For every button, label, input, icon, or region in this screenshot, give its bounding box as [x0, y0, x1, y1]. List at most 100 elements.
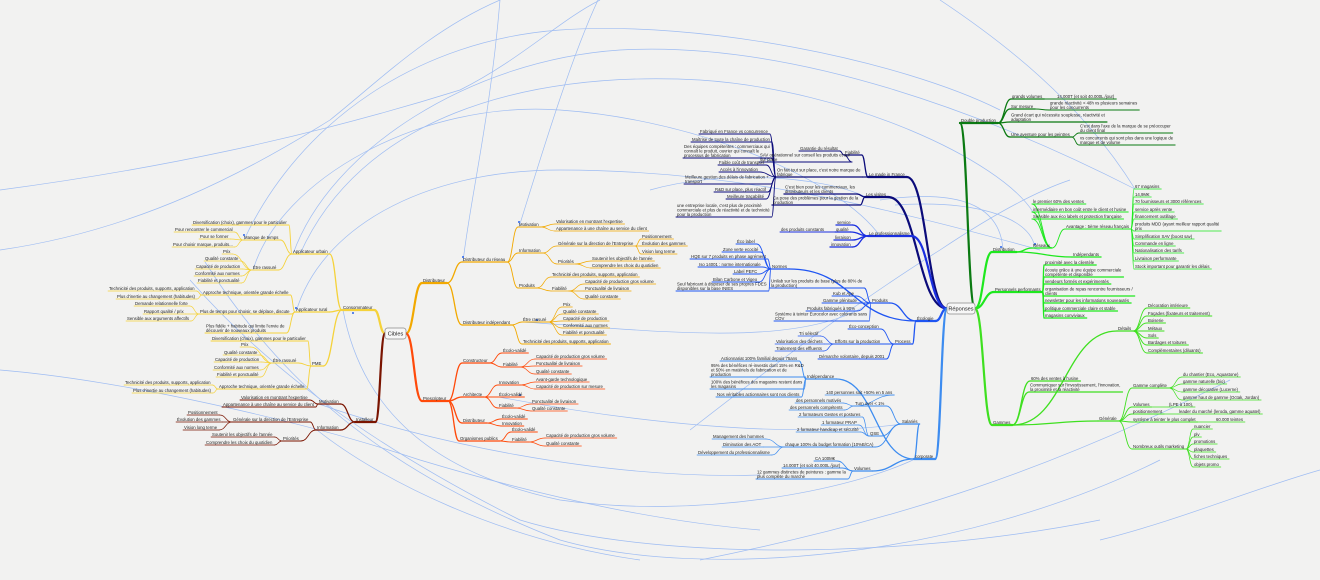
topic-node[interactable]: Capacité de production gros volume: [546, 433, 615, 438]
topic-node[interactable]: Qualité constante: [585, 294, 619, 299]
topic-node[interactable]: plv: [1194, 432, 1200, 437]
relationship-link[interactable]: [498, 396, 904, 431]
topic-node[interactable]: On fait tout sur place, c'est notre marq…: [777, 167, 861, 177]
topic-node[interactable]: 14.000T (et soit 40.000L /jour): [783, 463, 841, 468]
topic-node[interactable]: Plus fidèle + habitude qui limite l'envi…: [206, 323, 285, 333]
topic-node[interactable]: Distributeur: [463, 418, 486, 423]
topic-node[interactable]: Capacité de production: [196, 264, 241, 269]
topic-node[interactable]: Avant-garde technologique: [536, 377, 588, 382]
topic-node[interactable]: Valorisation en montrant l'expertise: [556, 219, 623, 224]
topic-node[interactable]: Information: [317, 425, 339, 430]
topic-node[interactable]: Traitement des effluents: [776, 346, 822, 351]
topic-node[interactable]: des personnels compétents: [790, 405, 843, 410]
topic-node[interactable]: Sensible aux éco labels et protection fr…: [1033, 214, 1122, 219]
topic-node[interactable]: CA 100M€: [815, 456, 836, 461]
topic-node[interactable]: une entreprise locale, c'est plus de pro…: [677, 203, 770, 217]
topic-node[interactable]: des produits constants: [781, 227, 824, 232]
topic-node[interactable]: HQE sur 7 produits en phase agrément: [691, 254, 767, 259]
topic-node[interactable]: Iso 14001 : norme internationale: [699, 262, 761, 267]
topic-node[interactable]: Turn over < 1%: [855, 401, 885, 406]
topic-node[interactable]: Simplification SAV (boost sav): [1135, 234, 1193, 239]
topic-node[interactable]: Qualité constante: [546, 441, 580, 446]
topic-node[interactable]: Conformité aux normes: [214, 365, 259, 370]
topic-node[interactable]: Information: [519, 248, 541, 253]
topic-node[interactable]: QSE: [870, 431, 879, 436]
topic-node[interactable]: Générale sur la direction de l'Entrepris…: [233, 417, 309, 422]
topic-node[interactable]: Technicité des produits, supports, appli…: [125, 380, 211, 385]
topic-node[interactable]: Nos véritables actionnaires sont nos cli…: [717, 392, 799, 397]
link-anchor[interactable]: [295, 307, 297, 309]
topic-node[interactable]: Être rassuré: [273, 358, 297, 363]
topic-node[interactable]: Façades (fixateurs et traitement): [1148, 311, 1210, 316]
topic-node[interactable]: Zone verte ecocité: [723, 247, 759, 252]
topic-node[interactable]: Qualité constante: [205, 256, 239, 261]
topic-node[interactable]: Distributeur indépendant: [463, 320, 511, 325]
relationship-link[interactable]: [1099, 469, 1320, 541]
topic-node[interactable]: service: [837, 220, 851, 225]
topic-node[interactable]: Conformité aux normes: [195, 271, 240, 276]
topic-node[interactable]: Valorisation des déchets: [776, 339, 823, 344]
topic-node[interactable]: Capacité de production gros volume: [585, 279, 654, 284]
topic-node[interactable]: Produits fabriqués à 90%: [807, 306, 855, 311]
topic-node[interactable]: PME: [312, 361, 321, 366]
topic-node[interactable]: 14,9M€: [1135, 192, 1150, 197]
topic-node[interactable]: système à teinter le plus complet: [1133, 417, 1196, 422]
topic-node[interactable]: Fiabilité et ponctualité: [563, 330, 605, 335]
central-topic-reponses[interactable]: Réponses: [946, 302, 976, 315]
topic-node[interactable]: Plus d'inertie au changement (habitudes): [133, 388, 212, 393]
topic-node[interactable]: Capacité de production: [563, 316, 608, 321]
topic-node[interactable]: Meilleure traçabilité: [727, 194, 765, 199]
topic-node[interactable]: Nombreux outils marketing: [1133, 444, 1185, 449]
topic-node[interactable]: Management des hommes: [713, 434, 764, 439]
topic-node[interactable]: Efforts sur la production: [835, 339, 881, 344]
topic-node[interactable]: Valorisation en montrant l'expertise: [241, 395, 308, 400]
topic-node[interactable]: Diversification (choix), gammes pour le …: [212, 336, 306, 341]
topic-node[interactable]: Innovation: [499, 380, 519, 385]
relationship-link[interactable]: [295, 169, 1041, 313]
topic-node[interactable]: du chantier (Eco, Aquastone): [1183, 372, 1239, 377]
topic-node[interactable]: Développement du professionnalisme: [698, 450, 771, 455]
topic-node[interactable]: Capacité de production: [215, 357, 260, 362]
topic-node[interactable]: gamme haut de gamme (Octak, Jordan): [1183, 395, 1260, 400]
topic-node[interactable]: nuancier: [1194, 424, 1211, 429]
link-anchor[interactable]: [243, 234, 245, 236]
topic-node[interactable]: Boiserie: [1148, 318, 1164, 323]
topic-node[interactable]: Une aventure pour les peintres: [1011, 132, 1070, 137]
topic-node[interactable]: Distribution: [993, 247, 1015, 252]
topic-node[interactable]: Ponctualité de livraison: [585, 286, 630, 291]
topic-node[interactable]: 2 formateur handicap et sécurité: [797, 427, 859, 432]
topic-node[interactable]: Fiabilité: [499, 403, 514, 408]
topic-node[interactable]: Fiabilité: [512, 437, 527, 442]
topic-node[interactable]: Tri sélectif: [799, 331, 819, 336]
topic-node[interactable]: politique commerciale claire et stable: [1045, 306, 1116, 311]
topic-node[interactable]: Prix: [563, 302, 571, 307]
topic-node[interactable]: Accès à l'innovation: [720, 167, 758, 172]
topic-node[interactable]: Système à teinter Eurocolor avec coloran…: [775, 311, 867, 321]
topic-node[interactable]: Innovation: [502, 421, 522, 426]
topic-node[interactable]: leader du marché (leroda, gamme aquatel): [1179, 409, 1261, 414]
topic-node[interactable]: Kub et Ape: [833, 291, 855, 296]
topic-node[interactable]: Soutenir les objectifs de l'année: [592, 256, 653, 261]
relationship-link[interactable]: [342, 309, 916, 507]
topic-node[interactable]: Pour rencontrer le commercial: [175, 227, 233, 232]
topic-node[interactable]: positionnement: [1133, 409, 1163, 414]
topic-node[interactable]: magasins conviviaux: [1045, 313, 1085, 318]
topic-node[interactable]: 140 personnes soit +50% en 5 ans: [826, 390, 892, 395]
topic-node[interactable]: Faible coût de transport: [719, 160, 765, 165]
topic-node[interactable]: Indépendance: [807, 374, 835, 379]
topic-node[interactable]: Priorités: [283, 436, 299, 441]
topic-node[interactable]: Commande en ligne: [1135, 241, 1174, 246]
topic-node[interactable]: des personnels motivés: [796, 398, 841, 403]
topic-node[interactable]: qualité: [836, 227, 849, 232]
topic-node[interactable]: 100% des bénéfices des magasins restent …: [711, 379, 802, 389]
topic-node[interactable]: Détails: [1118, 326, 1131, 331]
topic-node[interactable]: Métaux: [1148, 326, 1163, 331]
topic-node[interactable]: Produits: [519, 283, 535, 288]
link-anchor[interactable]: [536, 319, 538, 321]
link-anchor[interactable]: [1034, 243, 1036, 245]
topic-node[interactable]: Constructeur: [463, 358, 488, 363]
topic-node[interactable]: Éco label: [737, 239, 755, 244]
topic-node[interactable]: Process: [895, 339, 911, 344]
topic-node[interactable]: grande réactivité < 48h vs plusieurs sem…: [1050, 100, 1137, 110]
